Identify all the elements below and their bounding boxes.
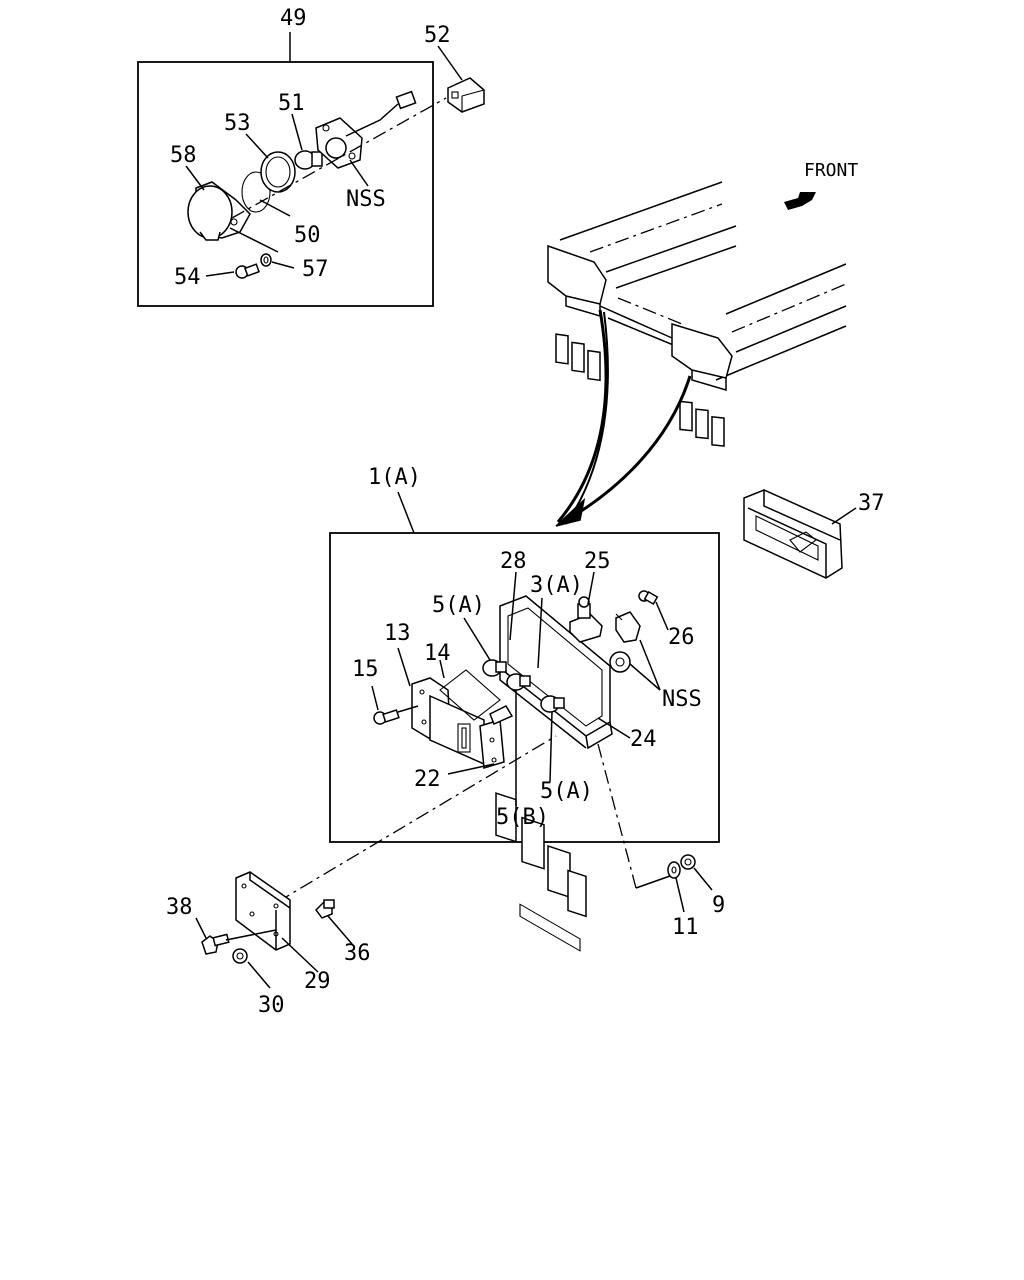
callout-30: 30	[258, 993, 285, 1018]
callout-54: 54	[174, 265, 201, 290]
lamp-axis-line	[231, 97, 447, 219]
front-direction-label: FRONT	[804, 160, 858, 181]
gasket-14-part	[439, 669, 501, 721]
callout-9: 9	[712, 893, 725, 918]
callout-50: 50	[294, 223, 321, 248]
callout-36: 36	[344, 941, 371, 966]
bolt-38-part	[201, 933, 230, 955]
grommet-part	[609, 651, 631, 673]
callout-51: 51	[278, 91, 305, 116]
callout-57: 57	[302, 257, 329, 282]
lamp-assembly-frame	[137, 61, 434, 307]
callout-38: 38	[166, 895, 193, 920]
lamp-housing-part	[187, 181, 251, 241]
nut-axis-line	[597, 743, 637, 889]
callout-15: 15	[352, 657, 379, 682]
socket-part	[315, 90, 417, 169]
inner-lens-part	[429, 694, 485, 766]
callout-3a: 3(A)	[530, 573, 583, 598]
bolt-36-part	[315, 899, 335, 919]
callout-26: 26	[668, 625, 695, 650]
lens-segments-part	[495, 792, 587, 952]
mount-axis-line	[253, 735, 557, 917]
callout-13: 13	[384, 621, 411, 646]
callout-29: 29	[304, 969, 331, 994]
callout-nss-top: NSS	[346, 187, 386, 212]
lamp-assembly-group	[137, 32, 485, 307]
ring-part	[260, 151, 296, 193]
bulb-part	[294, 150, 323, 170]
callout-1a: 1(A)	[368, 465, 421, 490]
callout-5a-bottom: 5(A)	[540, 779, 593, 804]
callout-25: 25	[584, 549, 611, 574]
callout-labels: 49 52 51 53 58 NSS 50 54 57 FRONT 1(A) 3…	[166, 6, 885, 1018]
bracket-29-part	[235, 871, 291, 951]
front-arrow-icon	[784, 192, 816, 210]
callout-nss-mid: NSS	[662, 687, 702, 712]
clamp-part	[615, 611, 641, 643]
callout-58: 58	[170, 143, 197, 168]
callout-37: 37	[858, 491, 885, 516]
mount-guide-line	[229, 227, 279, 253]
callout-5b: 5(B)	[496, 805, 549, 830]
callout-24: 24	[630, 727, 657, 752]
callout-11: 11	[672, 915, 699, 940]
bulb-5a-upper-part	[482, 659, 507, 677]
nut-30-part	[232, 948, 248, 964]
marker-lamp-rear	[547, 244, 607, 382]
marker-lamp-front	[671, 322, 733, 447]
washer-57-part	[260, 253, 272, 267]
callout-49: 49	[280, 6, 307, 31]
gasket-part	[241, 171, 271, 213]
screw-26-part	[638, 590, 659, 605]
nut-9-part	[680, 854, 696, 870]
callout-22: 22	[414, 767, 441, 792]
callout-5a-top: 5(A)	[432, 593, 485, 618]
switch-25-part	[569, 596, 603, 643]
callout-14: 14	[424, 641, 451, 666]
washer-11-part	[667, 861, 681, 879]
screw-54-part	[235, 263, 260, 279]
lamp-body-37-part	[743, 489, 857, 579]
bulb-5a-lower-part	[540, 695, 565, 713]
callout-28: 28	[500, 549, 527, 574]
leader-1a	[397, 491, 415, 534]
connector-part	[447, 77, 485, 113]
screw-15-part	[373, 709, 400, 725]
rear-lamp-assembly-group	[253, 491, 720, 952]
leader-52	[437, 45, 463, 81]
callout-52: 52	[424, 23, 451, 48]
frame-22-part	[479, 705, 514, 769]
vehicle-frame-group	[547, 181, 847, 527]
callout-53: 53	[224, 111, 251, 136]
mounting-bracket-group	[195, 854, 713, 989]
